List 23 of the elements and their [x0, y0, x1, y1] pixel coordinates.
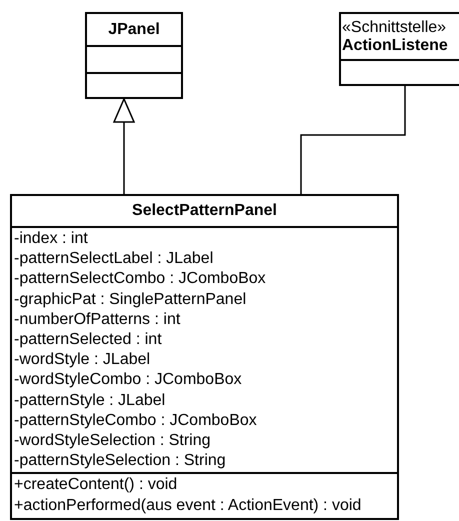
method-text: +actionPerformed(aus event : ActionEvent) : void — [13, 496, 362, 516]
attribute-text: -patternStyleCombo : JComboBox — [13, 410, 258, 431]
class-name: ActionListene — [342, 36, 448, 54]
stereotype-text: «Schnittstelle» — [342, 18, 446, 36]
inheritance-arrow — [113, 98, 135, 194]
attribute-text: -wordStyleSelection : String — [13, 431, 212, 452]
attribute-text: -patternStyleSelection : String — [13, 451, 227, 472]
method-text: +createContent() : void — [13, 475, 178, 496]
attribute-text: -wordStyleCombo : JComboBox — [13, 370, 243, 390]
connector-line — [300, 86, 406, 194]
attribute-text: -numberOfPatterns : int — [13, 310, 182, 330]
attribute-text: -index : int — [13, 229, 89, 249]
attribute-text: -patternSelectCombo : JComboBox — [13, 269, 267, 290]
class-box — [10, 194, 399, 520]
attribute-text: -wordStyle : JLabel — [13, 350, 152, 370]
class-box — [339, 12, 459, 86]
attribute-text: -patternStyle : JLabel — [13, 390, 166, 411]
class-box — [85, 12, 183, 99]
class-name: JPanel — [108, 20, 160, 38]
attribute-text: -patternSelected : int — [13, 330, 163, 350]
attribute-text: -patternSelectLabel : JLabel — [13, 249, 214, 270]
class-name: SelectPatternPanel — [132, 202, 277, 220]
attribute-text: -graphicPat : SinglePatternPanel — [13, 290, 248, 310]
